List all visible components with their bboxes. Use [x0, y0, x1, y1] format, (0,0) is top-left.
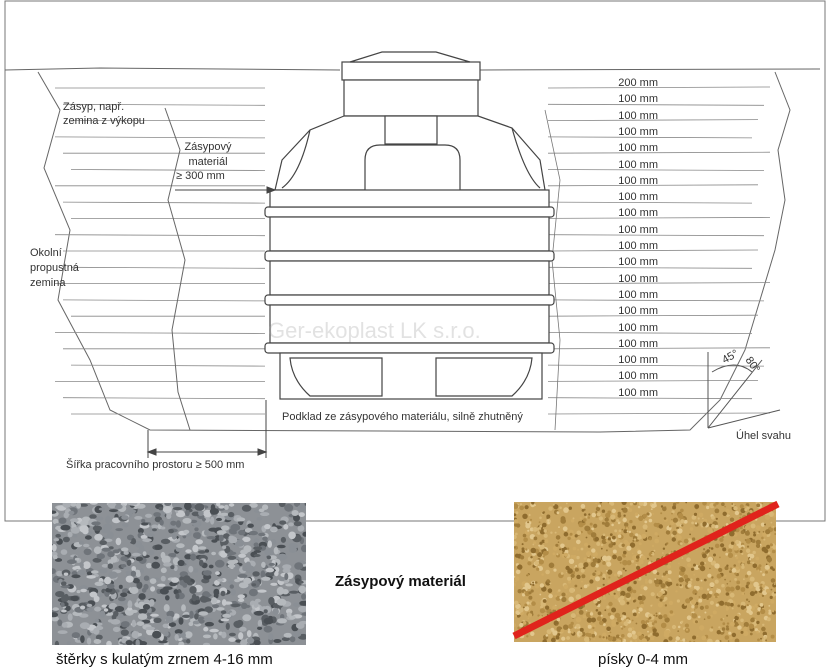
layer-thickness-label: 100 mm [618, 370, 658, 383]
layer-thickness-label: 100 mm [618, 288, 658, 301]
tank-rib [264, 250, 555, 262]
excavation-outline [37, 71, 791, 433]
fill-width-dimension [175, 186, 277, 194]
layer-hatching [54, 86, 771, 415]
layer-thickness-label: 100 mm [618, 240, 658, 252]
fill-material-label-line3: ≥ 300 mm [176, 170, 225, 182]
layer-thickness-label: 100 mm [618, 142, 658, 155]
layer-thickness-label: 100 mm [618, 337, 658, 350]
slope-angle-sketch [707, 352, 781, 429]
layer-thickness-label: 100 mm [618, 191, 658, 204]
work-width-label: Šířka pracovního prostoru ≥ 500 mm [66, 459, 245, 471]
tank-rib [264, 206, 555, 218]
layer-thickness-label: 100 mm [618, 354, 658, 367]
base-layer-label: Podklad ze zásypového materiálu, silně z… [282, 411, 523, 423]
tank [264, 51, 555, 400]
fill-material-title: Zásypový materiál [335, 573, 466, 590]
gravel-photo [52, 503, 306, 645]
work-width-dimension [146, 400, 268, 458]
layer-thickness-label: 100 mm [618, 321, 658, 334]
tank-lid [341, 61, 481, 81]
ground-line [4, 67, 821, 71]
backfill-label-line2: zemina z výkopu [63, 115, 145, 127]
layer-thickness-label: 100 mm [618, 223, 658, 236]
gravel-caption: štěrky s kulatým zrnem 4-16 mm [56, 651, 273, 668]
fill-boundary [164, 107, 191, 431]
layer-thickness-label: 100 mm [618, 305, 658, 318]
layer-thickness-label: 100 mm [618, 174, 658, 187]
layer-thickness-label: 100 mm [618, 386, 658, 399]
native-soil-label-line2: propustná [30, 262, 79, 274]
tank-rib [264, 342, 555, 354]
watermark: Ger-ekoplast LK s.r.o. [268, 318, 481, 343]
sand-caption: písky 0-4 mm [598, 651, 689, 668]
backfill-label-line1: Zásyp, např. [63, 101, 125, 113]
tank-neck [364, 144, 461, 190]
crossed-out-mark [512, 500, 780, 640]
fill-material-label-line1: Zásypový [184, 141, 232, 153]
fill-material-label-line2: materiál [188, 156, 228, 168]
layer-thickness-label: 100 mm [618, 125, 658, 138]
layer-thickness-label: 100 mm [618, 256, 658, 269]
tank-lid-top [349, 51, 471, 63]
layer-thickness-label: 200 mm [618, 77, 658, 89]
slope-angle-label: Úhel svahu [736, 430, 792, 442]
native-soil-label-line1: Okolní [30, 247, 62, 259]
native-soil-label-line3: zemina [30, 277, 66, 289]
tank-riser [343, 79, 479, 117]
layer-thickness-label: 100 mm [618, 158, 658, 171]
diagram-frame [4, 0, 826, 522]
tank-rib [264, 294, 555, 306]
layer-thickness-label: 100 mm [618, 207, 658, 220]
layer-thickness-label: 100 mm [618, 109, 658, 122]
layer-thickness-label: 100 mm [618, 272, 658, 285]
layer-thickness-label: 100 mm [618, 93, 658, 106]
